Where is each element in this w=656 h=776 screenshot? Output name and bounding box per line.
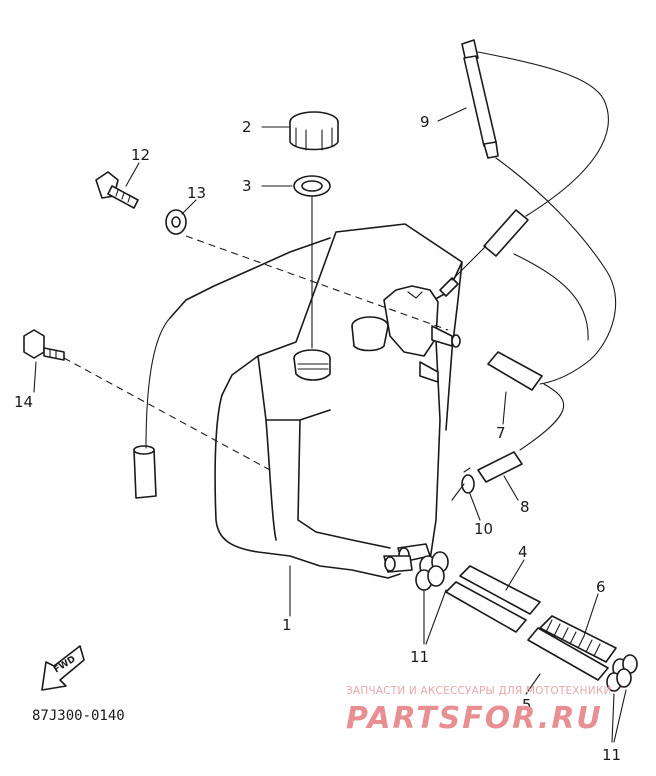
callout-8: 8 <box>520 498 530 516</box>
short-hose-upper <box>483 209 529 257</box>
callout-9: 9 <box>420 113 430 131</box>
callout-7: 7 <box>496 424 506 442</box>
washer-13 <box>165 209 187 235</box>
clip-10 <box>461 467 475 494</box>
callout-4: 4 <box>518 543 528 561</box>
callout-14: 14 <box>14 393 33 411</box>
hose-9 <box>461 39 499 159</box>
forward-marker: FWD <box>41 645 85 691</box>
callout-11-right: 11 <box>602 746 621 764</box>
tank-cap <box>289 111 339 151</box>
callout-6: 6 <box>596 578 606 596</box>
leader-lines <box>33 107 627 743</box>
callout-2: 2 <box>242 118 252 136</box>
drawing-code: 87J300-0140 <box>32 708 125 724</box>
hose-left <box>133 445 157 499</box>
hose-7 <box>487 351 543 391</box>
callout-13: 13 <box>187 184 206 202</box>
watermark-brand: PARTSFOR.RU <box>346 701 603 736</box>
callout-12: 12 <box>131 146 150 164</box>
watermark: ЗАПЧАСТИ И АКСЕССУАРЫ ДЛЯ МОТОТЕХНИКИ PA… <box>346 685 612 736</box>
callout-11-tank: 11 <box>410 648 429 666</box>
spring-6 <box>539 615 617 663</box>
clamps-11-right <box>606 654 638 692</box>
watermark-tagline: ЗАПЧАСТИ И АКСЕССУАРЫ ДЛЯ МОТОТЕХНИКИ <box>346 685 612 697</box>
bolt-14 <box>23 329 65 361</box>
callout-1: 1 <box>282 616 292 634</box>
callout-3: 3 <box>242 177 252 195</box>
clamps-11-tank <box>415 551 449 591</box>
callout-numbers: 2 3 12 13 14 9 7 8 10 1 4 6 5 11 11 <box>14 113 621 764</box>
bolt-12 <box>95 171 139 209</box>
hose-8 <box>477 451 523 483</box>
routing-lines <box>63 51 617 501</box>
hose-5 <box>527 627 609 681</box>
callout-5: 5 <box>522 696 532 714</box>
hose-4 <box>445 565 541 633</box>
cap-gasket <box>293 175 331 197</box>
oil-tank <box>169 223 463 579</box>
callout-10: 10 <box>474 520 493 538</box>
